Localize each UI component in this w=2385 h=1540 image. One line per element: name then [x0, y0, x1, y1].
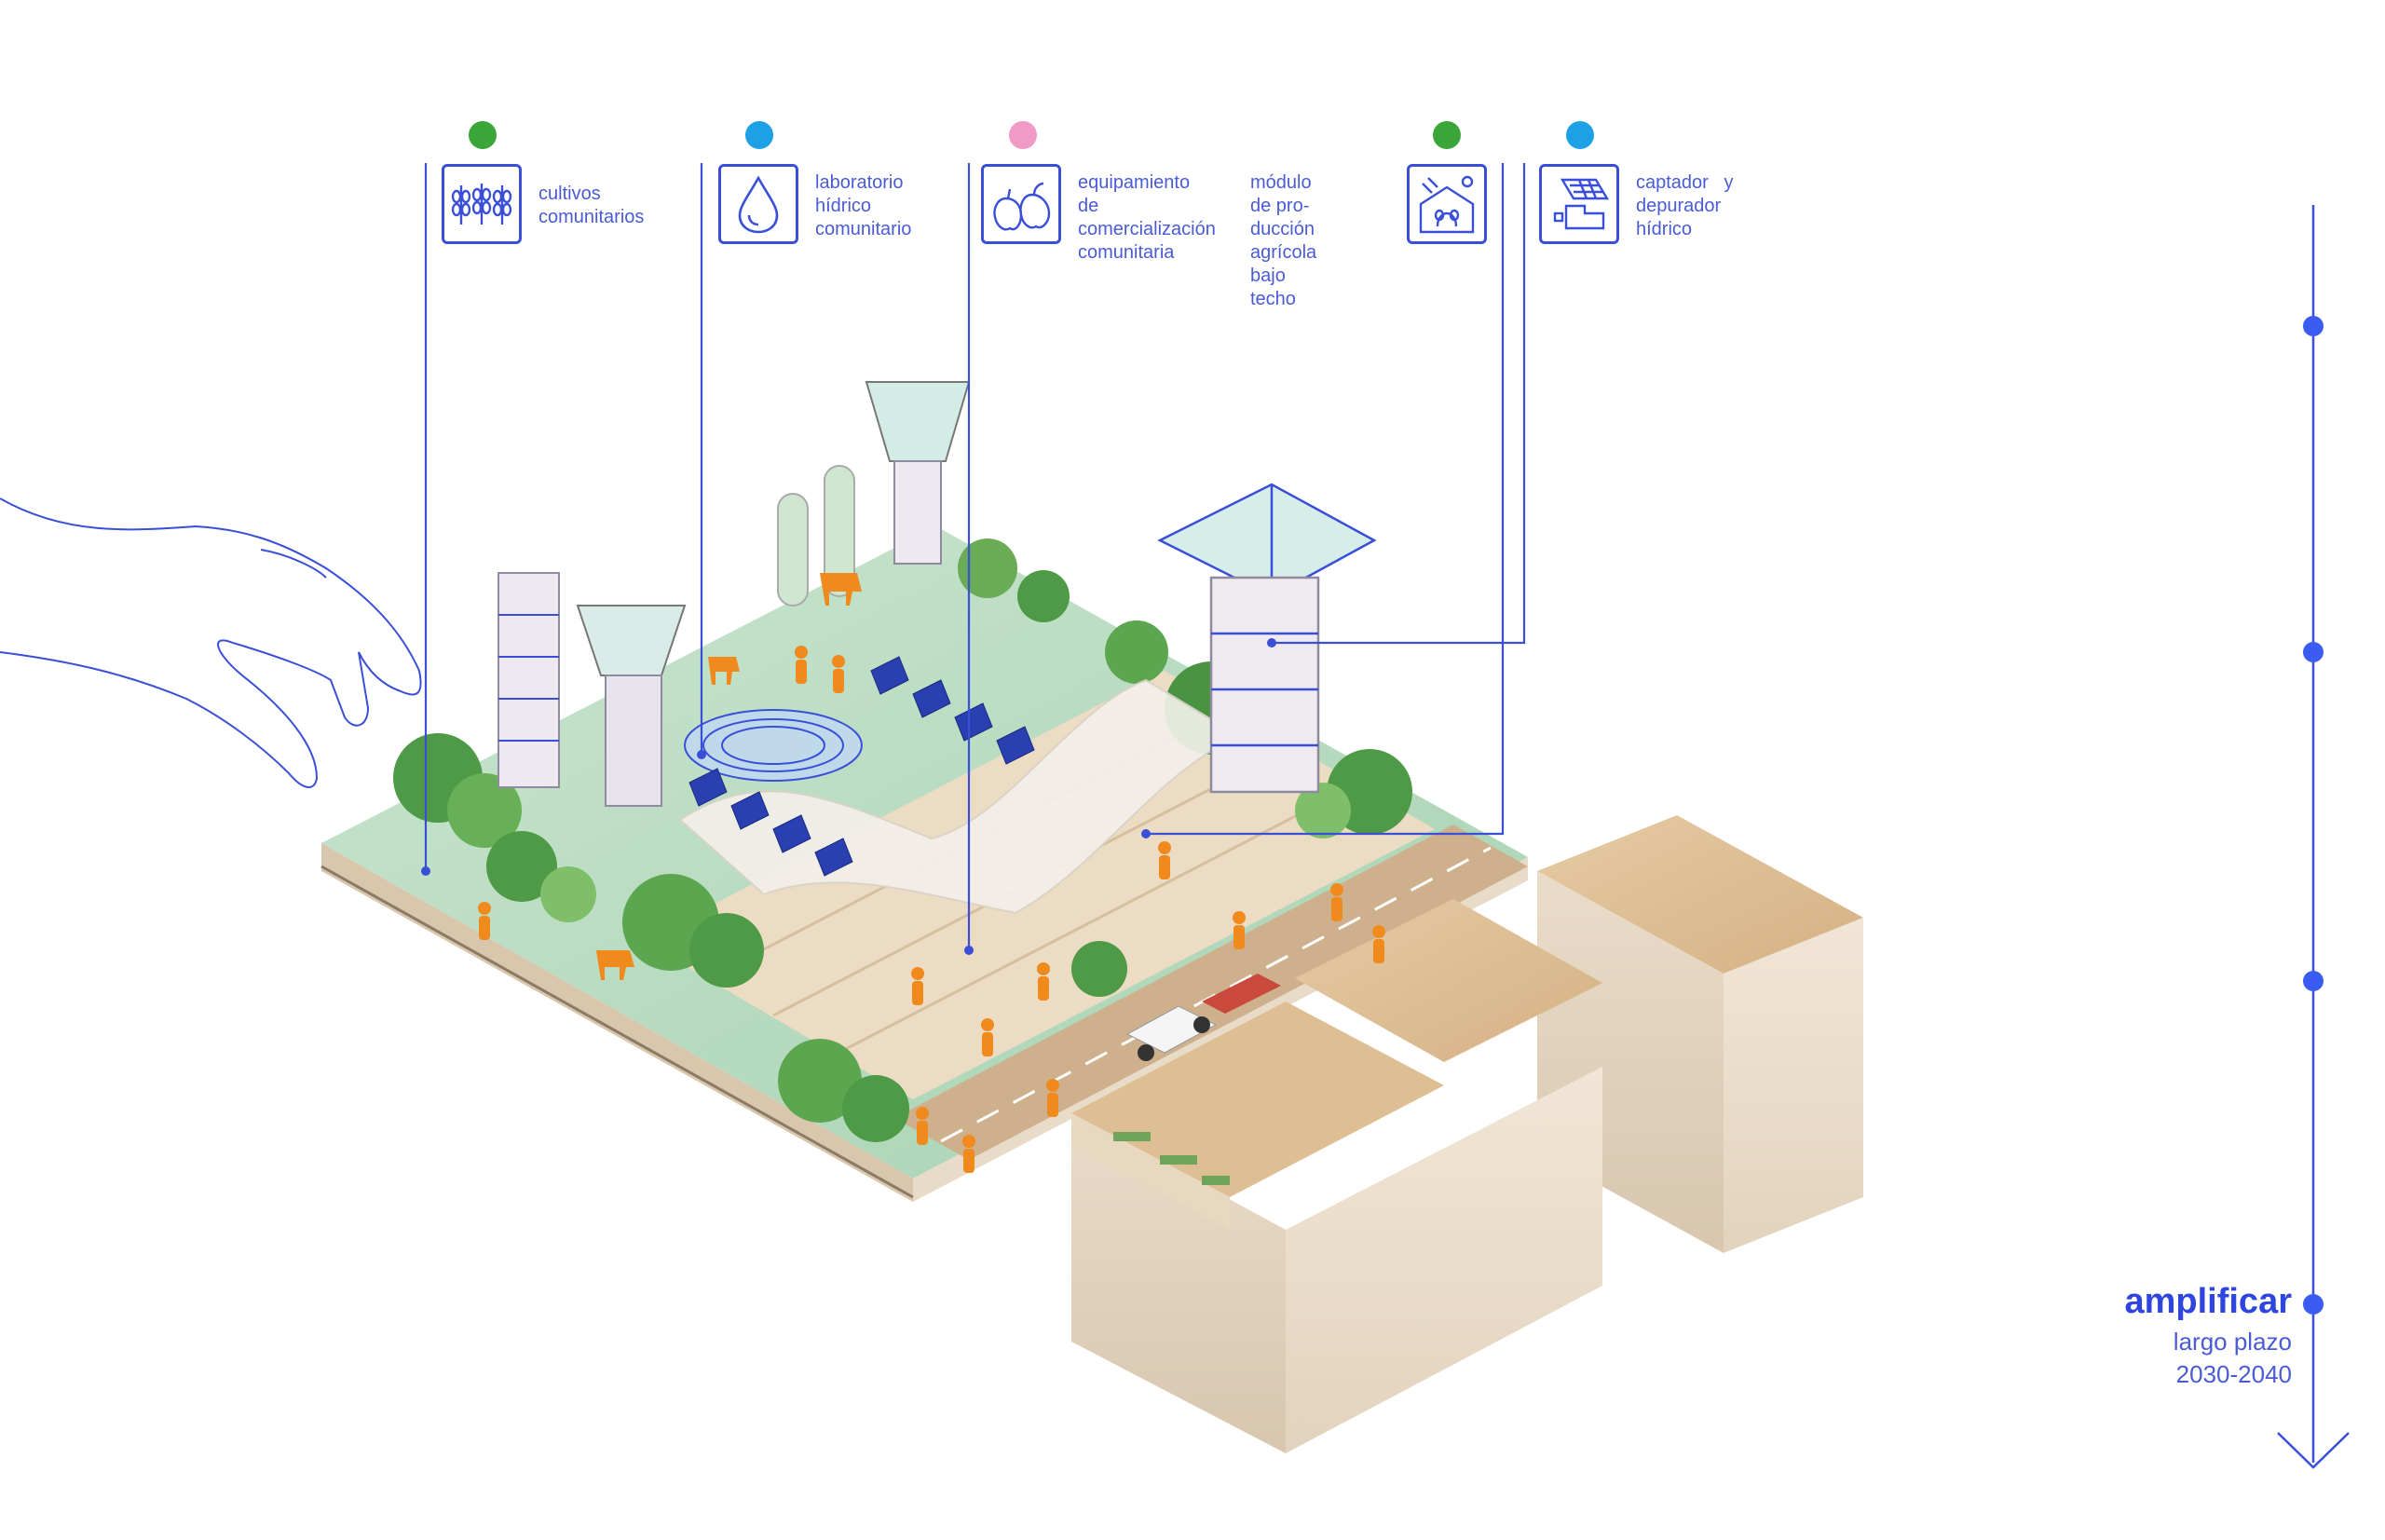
people-figures	[478, 573, 1385, 1173]
legend-label-line: módulo de pro-	[1250, 172, 1312, 216]
legend-label-line: ducción agrícola	[1250, 219, 1317, 263]
water-drop-icon	[718, 164, 798, 244]
leader-endpoints	[421, 638, 1276, 955]
legend-label-line: comercialización	[1078, 219, 1216, 239]
delivery-truck	[1125, 974, 1281, 1061]
solar-panels	[688, 656, 1035, 877]
timeline-subtitle: largo plazo	[2173, 1328, 2292, 1356]
legend-label-line: cultivos	[538, 184, 601, 204]
legend-dot-blue	[745, 121, 773, 149]
water-collector-icon	[1539, 164, 1619, 244]
timeline-markers	[2303, 316, 2324, 1315]
tower-left	[497, 572, 687, 807]
hand-outline	[0, 497, 422, 788]
crops-icon	[442, 164, 522, 244]
legend-label-line: comunitaria	[1078, 242, 1175, 263]
legend-label-line: hídrico	[1636, 219, 1693, 239]
greenhouse-icon	[1407, 164, 1487, 244]
legend-label-line: depurador	[1636, 196, 1722, 216]
timeline-axis	[2277, 205, 2350, 1469]
tower-right	[1157, 483, 1377, 794]
legend-label-line: comunitarios	[538, 207, 645, 227]
leader-lines	[424, 163, 1526, 950]
legend-label-line: comunitario	[815, 219, 912, 239]
fruit-icon	[981, 164, 1061, 244]
legend-label-line: bajo techo	[1250, 266, 1296, 309]
legend-label-line: hídrico	[815, 196, 872, 216]
legend-dot-green	[469, 121, 497, 149]
legend-dot-blue	[1566, 121, 1594, 149]
timeline-title: amplificar	[2124, 1282, 2292, 1321]
legend-dot-green	[1433, 121, 1461, 149]
tower-center	[777, 381, 971, 606]
amphitheater	[684, 709, 863, 782]
buildings	[1071, 815, 1863, 1453]
legend-label-line: equipamiento de	[1078, 172, 1191, 216]
timeline-years: 2030-2040	[2175, 1360, 2292, 1388]
legend-label-line: captador y	[1636, 172, 1734, 193]
legend-dot-pink	[1009, 121, 1037, 149]
legend-label-line: laboratorio	[815, 172, 904, 193]
